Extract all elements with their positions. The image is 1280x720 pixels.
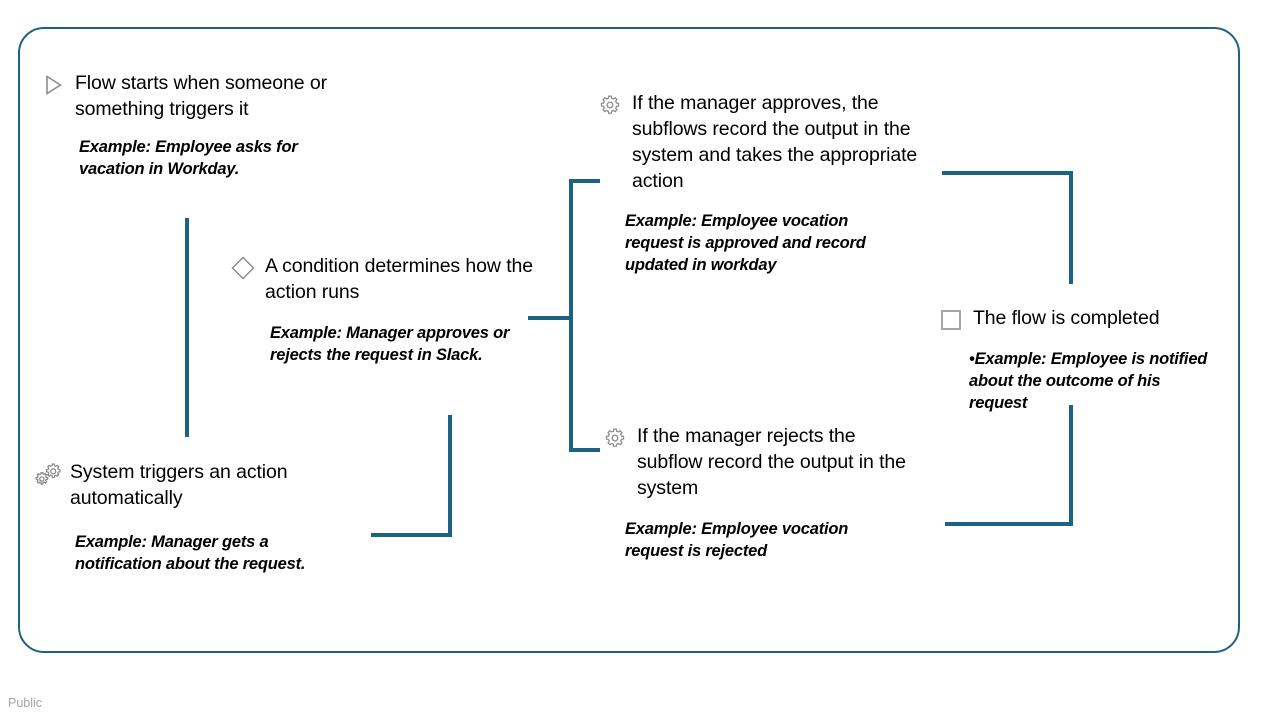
node-system-trigger[interactable]: System triggers an action automatically … [33,459,363,575]
node-example-text: Example: Employee asks for vacation in W… [79,138,298,178]
node-header: Flow starts when someone or something tr… [38,70,368,122]
gear-icon [600,423,630,453]
node-condition[interactable]: A condition determines how the action ru… [228,253,568,366]
node-header: If the manager approves, the subflows re… [595,90,925,194]
play-triangle-icon [38,70,68,100]
node-header: A condition determines how the action ru… [228,253,568,305]
node-title: If the manager rejects the subflow recor… [637,425,906,499]
classification-label: Public [8,696,43,710]
node-header: The flow is completed [936,305,1226,335]
gear-icon [595,90,625,120]
node-example-text: Example: Employee vocation request is ap… [625,212,866,274]
double-gear-icon [33,459,63,489]
square-icon [936,305,966,335]
node-example-text: Example: Employee vocation request is re… [625,520,849,560]
node-example-text: Example: Manager approves or rejects the… [270,324,510,364]
node-flow-trigger[interactable]: Flow starts when someone or something tr… [38,70,368,180]
node-header: If the manager rejects the subflow recor… [600,423,925,501]
node-title: Flow starts when someone or something tr… [75,72,327,120]
node-example-text: Example: Manager gets a notification abo… [75,533,306,573]
node-example-text: •Example: Employee is notified about the… [969,350,1208,412]
node-flow-completed[interactable]: The flow is completed •Example: Employee… [936,305,1226,414]
node-title: If the manager approves, the subflows re… [632,92,918,192]
node-manager-rejects[interactable]: If the manager rejects the subflow recor… [600,423,925,562]
node-title: A condition determines how the action ru… [265,255,534,303]
diamond-icon [228,253,258,283]
slide-frame-border [18,27,1240,653]
node-title: System triggers an action automatically [70,461,288,509]
node-header: System triggers an action automatically [33,459,363,511]
node-title: The flow is completed [973,307,1160,329]
node-manager-approves[interactable]: If the manager approves, the subflows re… [595,90,925,276]
